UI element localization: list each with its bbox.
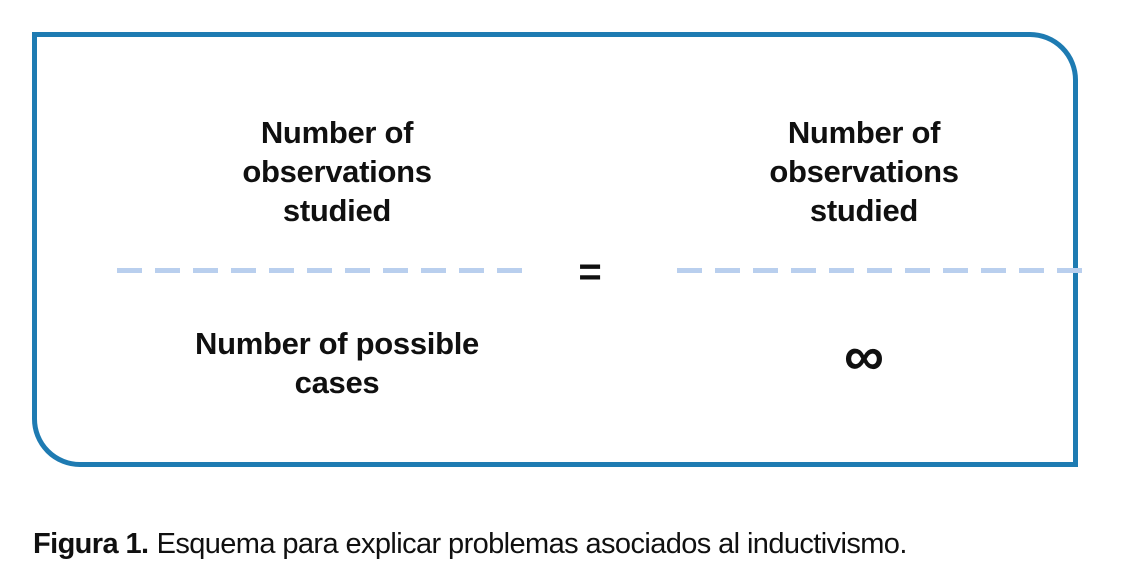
left-numerator-line-3: studied: [282, 193, 392, 228]
right-fraction-bar-dashed: [677, 268, 1085, 273]
left-numerator-line-1: Number of: [260, 115, 414, 150]
left-numerator-line-2: observations: [242, 154, 432, 189]
left-fraction-bar-dashed: [117, 268, 529, 273]
equation-box: Number of observations studied Number of…: [32, 32, 1085, 467]
right-numerator-line-2: observations: [769, 154, 959, 189]
equals-sign: =: [578, 250, 602, 294]
left-fraction-numerator: Number of observations studied: [147, 113, 527, 230]
left-denominator-line-2: cases: [294, 365, 380, 400]
right-numerator-line-3: studied: [809, 193, 919, 228]
left-fraction-denominator: Number of possible cases: [147, 324, 527, 402]
figure-caption-label: Figura 1.: [33, 528, 149, 560]
right-numerator-line-1: Number of: [787, 115, 941, 150]
figure-caption-text: Esquema para explicar problemas asociado…: [156, 528, 908, 560]
left-denominator-line-1: Number of possible: [195, 326, 479, 361]
infinity-symbol: ∞: [844, 324, 884, 387]
figure-caption: Figura 1.Esquema para explicar problemas…: [33, 525, 1103, 563]
right-fraction-numerator: Number of observations studied: [674, 113, 1054, 230]
